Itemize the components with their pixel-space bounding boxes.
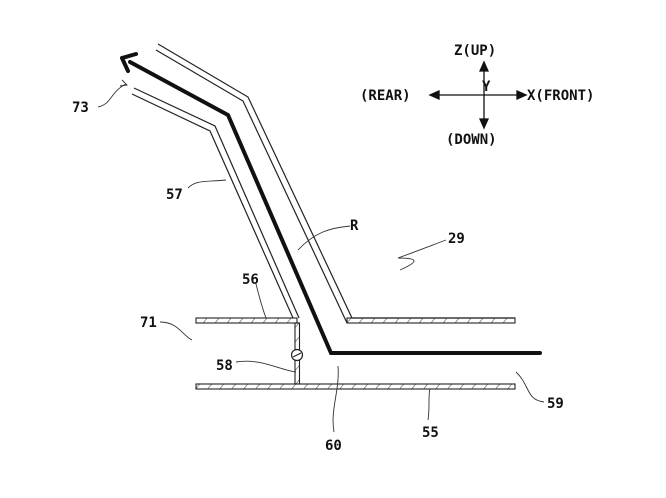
plate-56: [195, 317, 298, 324]
label-71: 71: [140, 315, 157, 331]
label-58: 58: [216, 358, 233, 374]
label-59: 59: [547, 396, 564, 412]
axis-up-label: Z(UP): [454, 43, 496, 59]
label-r: R: [350, 218, 359, 234]
wall-57: [131, 87, 300, 319]
label-55: 55: [422, 425, 439, 441]
route-r-arrow: [120, 52, 542, 355]
label-29: 29: [448, 231, 465, 247]
label-60: 60: [325, 438, 342, 454]
partition-58: [290, 322, 304, 385]
axis-front-label: X(FRONT): [527, 88, 594, 104]
axis-down-label: (DOWN): [446, 132, 497, 148]
leader-lines: [97, 79, 545, 433]
axis-y-label: Y: [482, 79, 491, 95]
label-57: 57: [166, 187, 183, 203]
plate-55: [195, 383, 516, 390]
upper-duct-wall: [155, 43, 516, 324]
label-73: 73: [72, 100, 89, 116]
label-56: 56: [242, 272, 259, 288]
axis-indicator: [428, 60, 528, 130]
axis-rear-label: (REAR): [360, 88, 411, 104]
